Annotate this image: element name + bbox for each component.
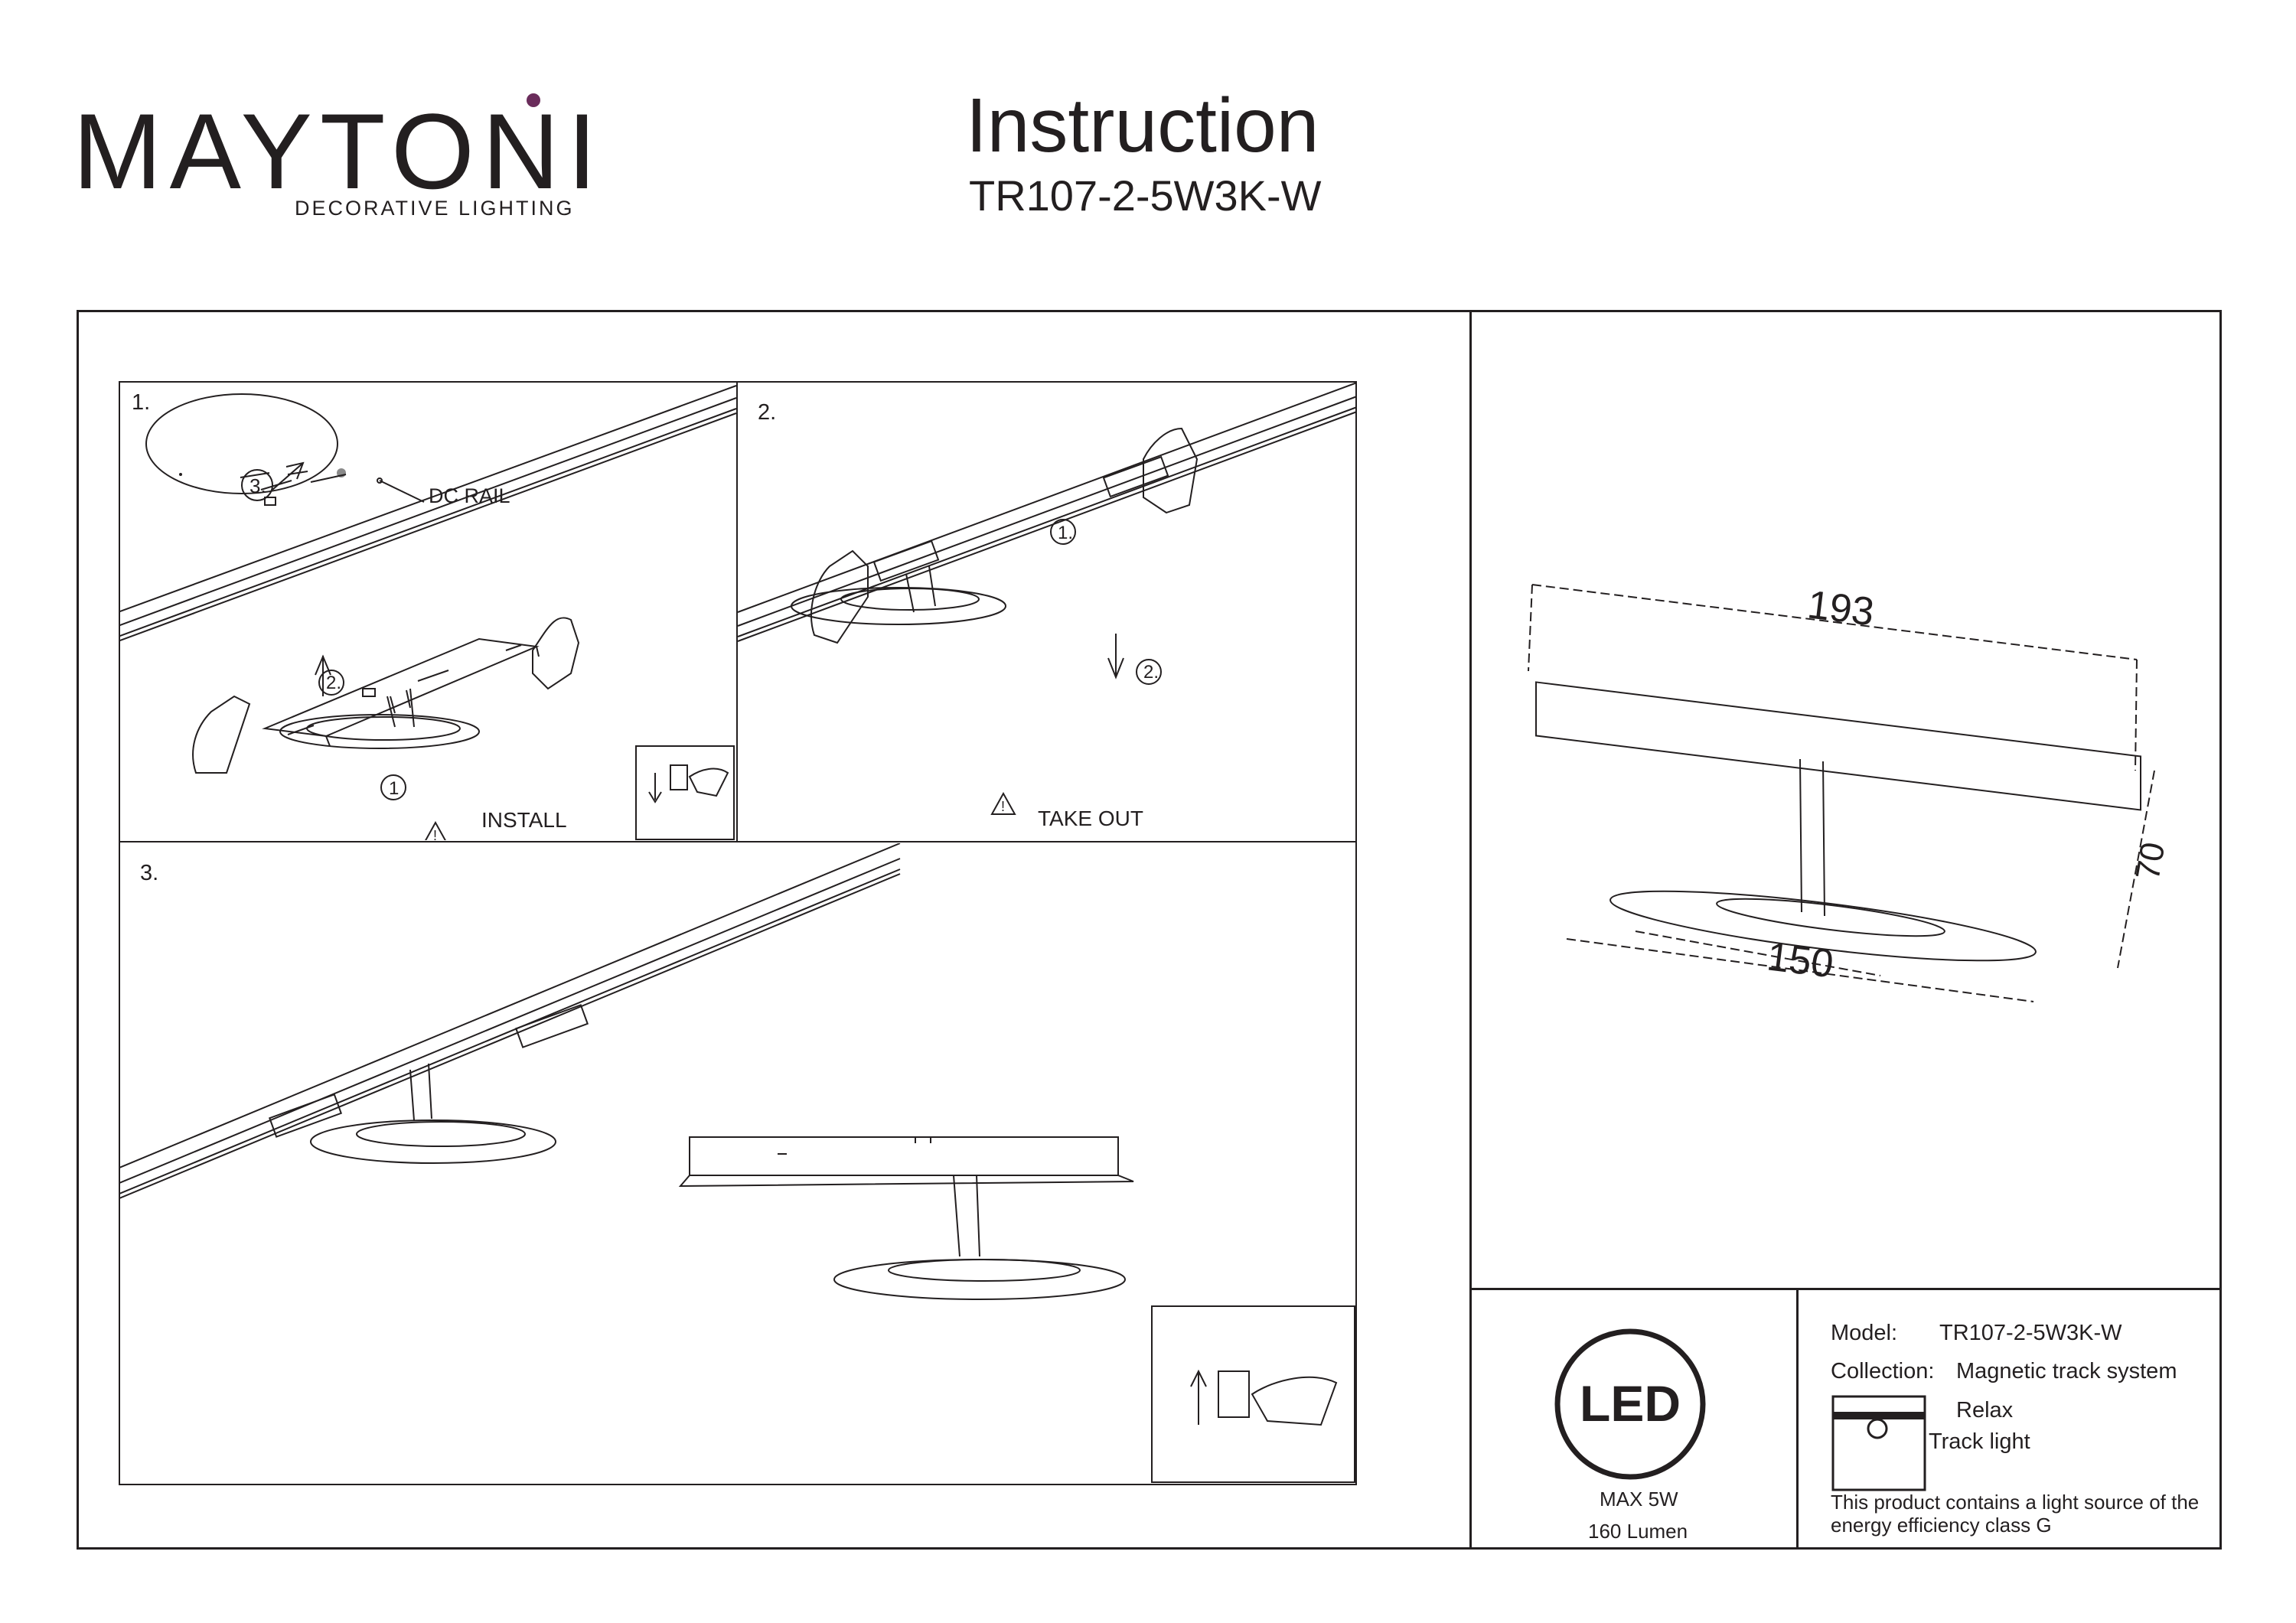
steps-divider-h <box>119 841 1357 842</box>
brand-tagline: DECORATIVE LIGHTING <box>295 197 575 220</box>
collection-value: Magnetic track system <box>1956 1359 2177 1383</box>
model-value: TR107-2-5W3K-W <box>1939 1321 2122 1345</box>
track-light-body <box>1535 681 2141 811</box>
collection-label: Collection: <box>1831 1359 1935 1383</box>
length-dimension: 193 <box>1805 582 1877 634</box>
led-icon: LED <box>1554 1328 1706 1480</box>
step-2-illustration: 1. 2. ! TAKE OUT <box>738 383 1357 830</box>
frame-divider-horizontal <box>1469 1288 2222 1290</box>
callout-2: 2. <box>1143 662 1159 683</box>
steps-panel <box>119 381 1357 1485</box>
track-light-symbol-icon <box>1831 1395 1926 1491</box>
rail-connector-left <box>872 539 940 582</box>
take-out-caption: TAKE OUT <box>1038 807 1143 830</box>
detail-callout: 3. <box>249 474 266 497</box>
callout-1: 1. <box>1058 523 1073 543</box>
step-3-number: 3. <box>140 861 159 885</box>
energy-note-line-2: energy efficiency class G <box>1831 1514 2052 1537</box>
energy-note-line-1: This product contains a light source of … <box>1831 1491 2200 1514</box>
power-off-box <box>635 745 735 840</box>
track-module-body <box>262 637 540 738</box>
svg-text:!: ! <box>1001 799 1005 814</box>
warning-icon <box>990 791 1016 815</box>
lamp-disc <box>279 714 480 749</box>
steps-divider-v <box>736 381 738 842</box>
right-hand <box>532 617 580 690</box>
step-2-number: 2. <box>758 400 777 425</box>
detail-zoom-circle <box>145 393 338 494</box>
warning-icon <box>425 820 446 840</box>
callout-2: 2. <box>326 673 341 693</box>
frame-divider-spec <box>1796 1288 1799 1550</box>
model-code-heading: TR107-2-5W3K-W <box>969 171 1322 220</box>
lamp-disc <box>310 1119 556 1164</box>
install-caption: INSTALL <box>481 808 567 832</box>
dc-rail-label: DC RAIL <box>429 484 510 507</box>
rail-connector-left <box>268 1093 343 1138</box>
rail-connector-right <box>1102 455 1169 498</box>
left-hand <box>192 695 251 774</box>
rail-connector-right <box>514 1004 589 1048</box>
brand-logo: MAYTONI <box>73 91 605 211</box>
dimension-drawing: 193 70 150 <box>1528 582 2173 1002</box>
lamp-disc <box>791 587 1006 625</box>
power-off-icon <box>648 764 729 803</box>
step-1-number: 1. <box>132 390 151 415</box>
logo-accent-dot <box>527 93 540 107</box>
power-on-box <box>1151 1305 1355 1483</box>
track-light-body <box>689 1136 1119 1176</box>
svg-text:!: ! <box>433 828 437 840</box>
lamp-disc <box>1609 890 2037 962</box>
power-on-icon <box>1190 1369 1338 1426</box>
lamp-disc-side <box>833 1259 1126 1300</box>
diameter-dimension: 150 <box>1765 934 1836 986</box>
height-dimension: 70 <box>2129 839 2173 883</box>
product-type-value: Track light <box>1929 1429 2030 1454</box>
step-1-illustration: 3. DC RAIL 2. 1 ! INSTALL <box>119 385 736 840</box>
frame-divider-vertical <box>1469 310 1472 1550</box>
left-hand <box>810 549 869 644</box>
instruction-sheet-frame <box>77 310 2222 1550</box>
step-3-illustration <box>119 843 1355 1483</box>
callout-1: 1 <box>389 778 399 799</box>
svg-text:LED: LED <box>1580 1375 1681 1432</box>
max-power-label: MAX 5W <box>1600 1488 1678 1511</box>
right-hand <box>1143 427 1199 514</box>
lumen-label: 160 Lumen <box>1588 1520 1688 1543</box>
page-title: Instruction <box>966 83 1319 168</box>
series-value: Relax <box>1956 1398 2014 1423</box>
model-label: Model: <box>1831 1321 1898 1345</box>
